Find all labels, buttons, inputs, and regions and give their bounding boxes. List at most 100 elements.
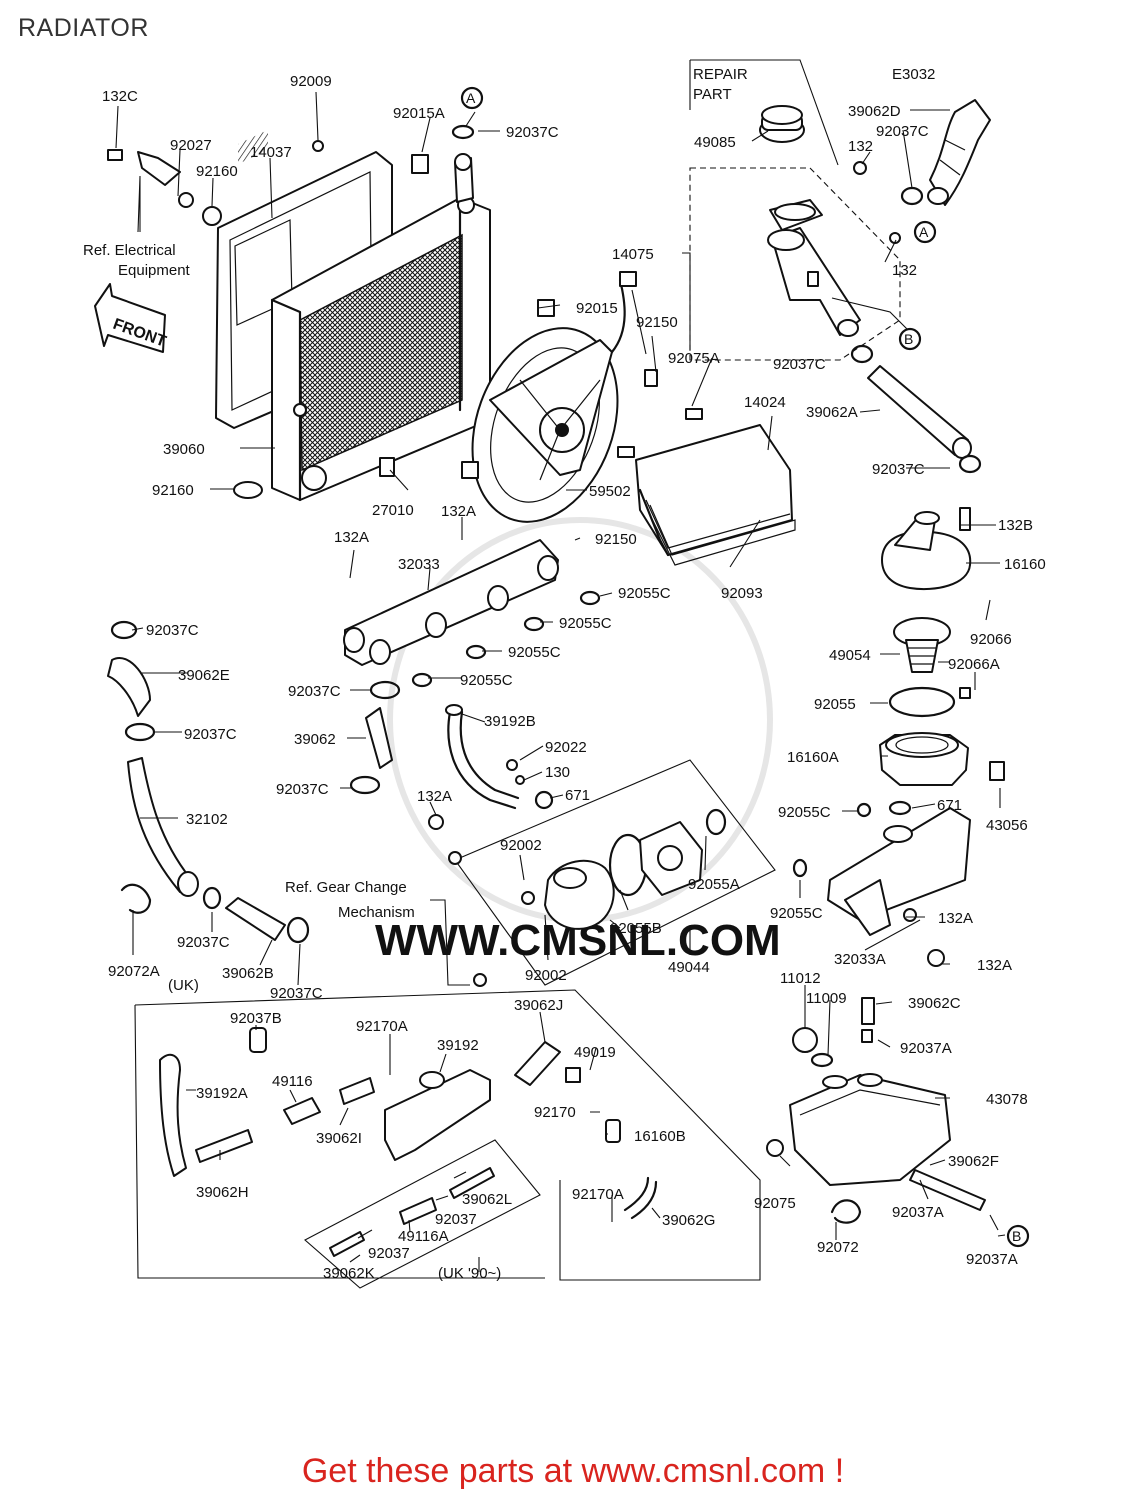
- part-label: 92072A: [108, 963, 160, 980]
- part-label: 132C: [102, 88, 138, 105]
- callout-A-top: [460, 86, 484, 110]
- o-ring-92055: [888, 686, 956, 718]
- part-label: 92037A: [900, 1040, 952, 1057]
- part-label: 92055: [814, 696, 856, 713]
- part-label: 39192B: [484, 713, 536, 730]
- part-label: 92150: [595, 531, 637, 548]
- part-label: 92150: [636, 314, 678, 331]
- notes: REPAIR PART Ref. Electrical Equipment Re…: [83, 66, 935, 921]
- part-label: 92009: [290, 73, 332, 90]
- part-label: 39062L: [462, 1191, 512, 1208]
- radiator-assembly: [215, 130, 491, 502]
- callout-B-top: [898, 327, 922, 351]
- page-title: RADIATOR: [18, 14, 149, 42]
- part-label: 32033: [398, 556, 440, 573]
- part-label: 14037: [250, 144, 292, 161]
- part-label: 92066: [970, 631, 1012, 648]
- callout-B-bottom-label: B: [1012, 1228, 1021, 1244]
- part-label: 92037B: [230, 1010, 282, 1027]
- part-label: 92037C: [872, 461, 925, 478]
- uk-box: [134, 989, 761, 1289]
- part-label: 92075: [754, 1195, 796, 1212]
- callout-B-bottom: [1006, 1224, 1030, 1248]
- part-label: 92037A: [966, 1251, 1018, 1268]
- radiator-cap: [759, 105, 805, 143]
- note-ref-gear-2: Mechanism: [338, 904, 415, 921]
- part-label: 132A: [417, 788, 452, 805]
- note-ref-electrical-1: Ref. Electrical: [83, 242, 176, 259]
- part-label: 92055C: [778, 804, 831, 821]
- left-hoses: [107, 620, 520, 944]
- part-label: 92015A: [393, 105, 445, 122]
- part-label: 59502: [589, 483, 631, 500]
- part-label: 49116: [272, 1073, 313, 1090]
- part-label: 132: [848, 138, 873, 155]
- part-label: 92170: [534, 1104, 576, 1121]
- part-label: 92037: [368, 1245, 410, 1262]
- part-labels: 132C 92027 92160 14037 92009 92015A 9203…: [102, 73, 1046, 1282]
- note-repair-part-2: PART: [693, 86, 732, 103]
- part-label: 92055C: [460, 672, 513, 689]
- part-label: 14024: [744, 394, 786, 411]
- part-label: 39062H: [196, 1184, 249, 1201]
- part-label: 32033A: [834, 951, 886, 968]
- part-label: 92002: [500, 837, 542, 854]
- water-pipe-32033: [343, 539, 559, 666]
- part-label: 92055C: [770, 905, 823, 922]
- part-label: 39062E: [178, 667, 230, 684]
- note-ref-gear-1: Ref. Gear Change: [285, 879, 407, 896]
- part-label: 92037: [435, 1211, 477, 1228]
- fan-assembly: [471, 271, 637, 523]
- part-label: 92170A: [572, 1186, 624, 1203]
- part-label: 92075A: [668, 350, 720, 367]
- part-label: 92027: [170, 137, 212, 154]
- thermostat-49054: [893, 617, 951, 673]
- part-label: 39062: [294, 731, 336, 748]
- part-label: 92037C: [184, 726, 237, 743]
- water-pump-group: [454, 759, 776, 986]
- part-label: 92072: [817, 1239, 859, 1256]
- part-label: 92037C: [876, 123, 929, 140]
- part-label: 132B: [998, 517, 1033, 534]
- note-repair-part-1: REPAIR: [693, 66, 748, 83]
- part-label: 92170A: [356, 1018, 408, 1035]
- diagram-code: E3032: [892, 66, 935, 83]
- part-label: 43078: [986, 1091, 1028, 1108]
- part-label: 11012: [780, 970, 821, 987]
- part-label: 27010: [372, 502, 414, 519]
- reserve-tank: [766, 997, 986, 1224]
- part-label: 92055A: [688, 876, 740, 893]
- part-label: 39192: [437, 1037, 479, 1054]
- part-label: 39062B: [222, 965, 274, 982]
- part-label: 39062A: [806, 404, 858, 421]
- part-label: 11009: [806, 990, 847, 1007]
- part-label: 39062C: [908, 995, 961, 1012]
- callout-B-top-label: B: [904, 331, 913, 347]
- housing-16160A: [879, 732, 969, 786]
- footer-link[interactable]: Get these parts at www.cmsnl.com !: [301, 1452, 845, 1490]
- pipe-32033A: [827, 807, 971, 936]
- callouts: A A B B: [460, 86, 1030, 1248]
- part-label: 92055C: [508, 644, 561, 661]
- radiator-cover: [617, 408, 796, 566]
- part-label: 39062J: [514, 997, 563, 1014]
- part-label: 39062G: [662, 1212, 715, 1229]
- part-label: 92093: [721, 585, 763, 602]
- part-label: 671: [565, 787, 590, 804]
- note-ref-electrical-2: Equipment: [118, 262, 191, 279]
- part-label: 92037C: [146, 622, 199, 639]
- part-label: 132A: [977, 957, 1012, 974]
- part-label: 132A: [938, 910, 973, 927]
- part-label: 14075: [612, 246, 654, 263]
- part-label: 39192A: [196, 1085, 248, 1102]
- part-label: 132A: [441, 503, 476, 520]
- thermostat-housing: [881, 507, 972, 591]
- part-label: 39062F: [948, 1153, 999, 1170]
- part-label: 43056: [986, 817, 1028, 834]
- part-label: 49044: [668, 959, 710, 976]
- part-label: 32102: [186, 811, 228, 828]
- part-label: 92037C: [773, 356, 826, 373]
- hose-39062A: [867, 365, 972, 459]
- part-label: 92160: [152, 482, 194, 499]
- callout-A-top-label: A: [466, 90, 476, 106]
